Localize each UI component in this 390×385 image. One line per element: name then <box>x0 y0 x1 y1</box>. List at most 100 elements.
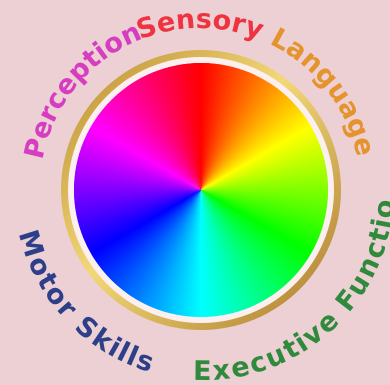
wheel-wedge <box>201 190 280 299</box>
wheel-wedge <box>201 150 328 190</box>
wheel-wedge <box>74 190 201 213</box>
wheel-wedge <box>74 190 201 228</box>
wheel-wedge <box>74 190 201 201</box>
wheel-wedge <box>97 190 201 276</box>
wheel-wedge <box>74 190 201 219</box>
wheel-wedge <box>111 89 201 190</box>
wheel-wedge <box>83 190 201 256</box>
wheel-wedge <box>201 120 316 190</box>
wheel-wedge <box>201 190 289 292</box>
wheel-wedge <box>167 63 201 190</box>
wheel-wedge <box>201 190 235 317</box>
wheel-wedge <box>201 190 246 316</box>
wheel-wedge <box>201 128 321 190</box>
wheel-wedge <box>90 190 201 267</box>
wheel-wedge <box>201 111 310 190</box>
wheel-wedge <box>201 190 284 297</box>
wheel-wedge <box>201 100 302 190</box>
wheel-wedge <box>77 190 201 241</box>
wheel-wedge <box>115 86 201 190</box>
wheel-wedge <box>201 190 233 317</box>
wheel-wedge <box>201 152 328 190</box>
wheel-wedge <box>141 69 201 190</box>
wheel-wedge <box>201 118 315 190</box>
wheel-wedge <box>201 190 287 294</box>
wheel-wedge <box>201 124 319 190</box>
wheel-wedge <box>74 190 201 230</box>
wheel-wedge <box>183 63 201 190</box>
wheel-wedge <box>74 190 201 215</box>
wheel-wedge <box>172 63 201 190</box>
wheel-wedge <box>201 190 267 308</box>
wheel-wedge <box>78 190 201 245</box>
wheel-wedge <box>89 190 201 265</box>
wheel-wedge <box>74 190 201 199</box>
wheel-wedge <box>192 63 201 190</box>
wheel-wedge <box>201 109 309 190</box>
wheel-wedge <box>201 190 273 304</box>
wheel-wedge <box>201 179 328 190</box>
wheel-wedge <box>201 190 263 310</box>
wheel-wedge <box>118 83 201 190</box>
wheel-wedge <box>201 190 269 307</box>
wheel-wedge <box>201 190 275 303</box>
wheel-wedge <box>74 190 201 210</box>
wheel-wedge <box>81 190 201 252</box>
wheel-wedge <box>201 105 306 190</box>
wheel-wedge <box>135 72 201 190</box>
color-wheel <box>74 63 328 317</box>
wheel-wedge <box>74 190 201 222</box>
wheel-wedge <box>174 63 201 190</box>
wheel-wedge <box>152 65 201 190</box>
wheel-wedge <box>82 190 201 254</box>
wheel-wedge <box>201 190 212 317</box>
wheel-wedge <box>201 116 314 190</box>
wheel-wedge <box>127 77 201 190</box>
wheel-wedge <box>178 63 201 190</box>
wheel-wedge <box>201 190 224 317</box>
wheel-wedge <box>201 190 221 317</box>
wheel-wedge <box>201 190 217 317</box>
wheel-wedge <box>150 66 201 190</box>
wheel-wedge <box>201 190 256 313</box>
wheel-wedge <box>161 63 201 190</box>
wheel-wedge <box>201 190 271 305</box>
wheel-wedge <box>201 115 313 190</box>
wheel-wedge <box>188 63 201 190</box>
wheel-wedge <box>126 78 201 190</box>
wheel-wedge <box>201 167 328 190</box>
wheel-wedge <box>201 174 328 190</box>
wheel-wedge <box>201 170 328 190</box>
wheel-wedge <box>201 156 328 190</box>
wheel-wedge <box>75 190 201 237</box>
wheel-wedge <box>84 190 201 258</box>
wheel-wedge <box>201 130 322 190</box>
wheel-wedge <box>197 63 203 190</box>
wheel-wedge <box>201 190 291 291</box>
wheel-wedge <box>201 161 328 190</box>
wheel-wedge <box>94 190 201 273</box>
wheel-wedge <box>201 147 328 190</box>
wheel-wedge <box>201 190 219 317</box>
wheel-wedge <box>154 64 201 190</box>
wheel-wedge <box>122 81 201 190</box>
wheel-wedge <box>201 190 241 317</box>
wheel-wedge <box>201 190 248 316</box>
wheel-wedge <box>201 135 324 190</box>
wheel-wedge <box>139 70 201 190</box>
wheel-wedge <box>201 145 327 190</box>
wheel-wedge <box>201 190 214 317</box>
wheel-wedge <box>201 158 328 190</box>
wheel-wedge <box>74 190 201 217</box>
wheel-wedge <box>100 190 201 280</box>
wheel-wedge <box>131 75 201 190</box>
wheel-wedge <box>201 143 327 190</box>
wheel-wedge <box>201 190 254 313</box>
wheel-wedge <box>74 190 201 224</box>
label-sensory: Sensory <box>133 4 268 46</box>
wheel-wedge <box>156 64 201 190</box>
wheel-wedge <box>201 190 286 295</box>
wheel-wedge <box>137 71 201 190</box>
wheel-wedge <box>201 102 303 190</box>
wheel-wedge <box>113 88 201 190</box>
